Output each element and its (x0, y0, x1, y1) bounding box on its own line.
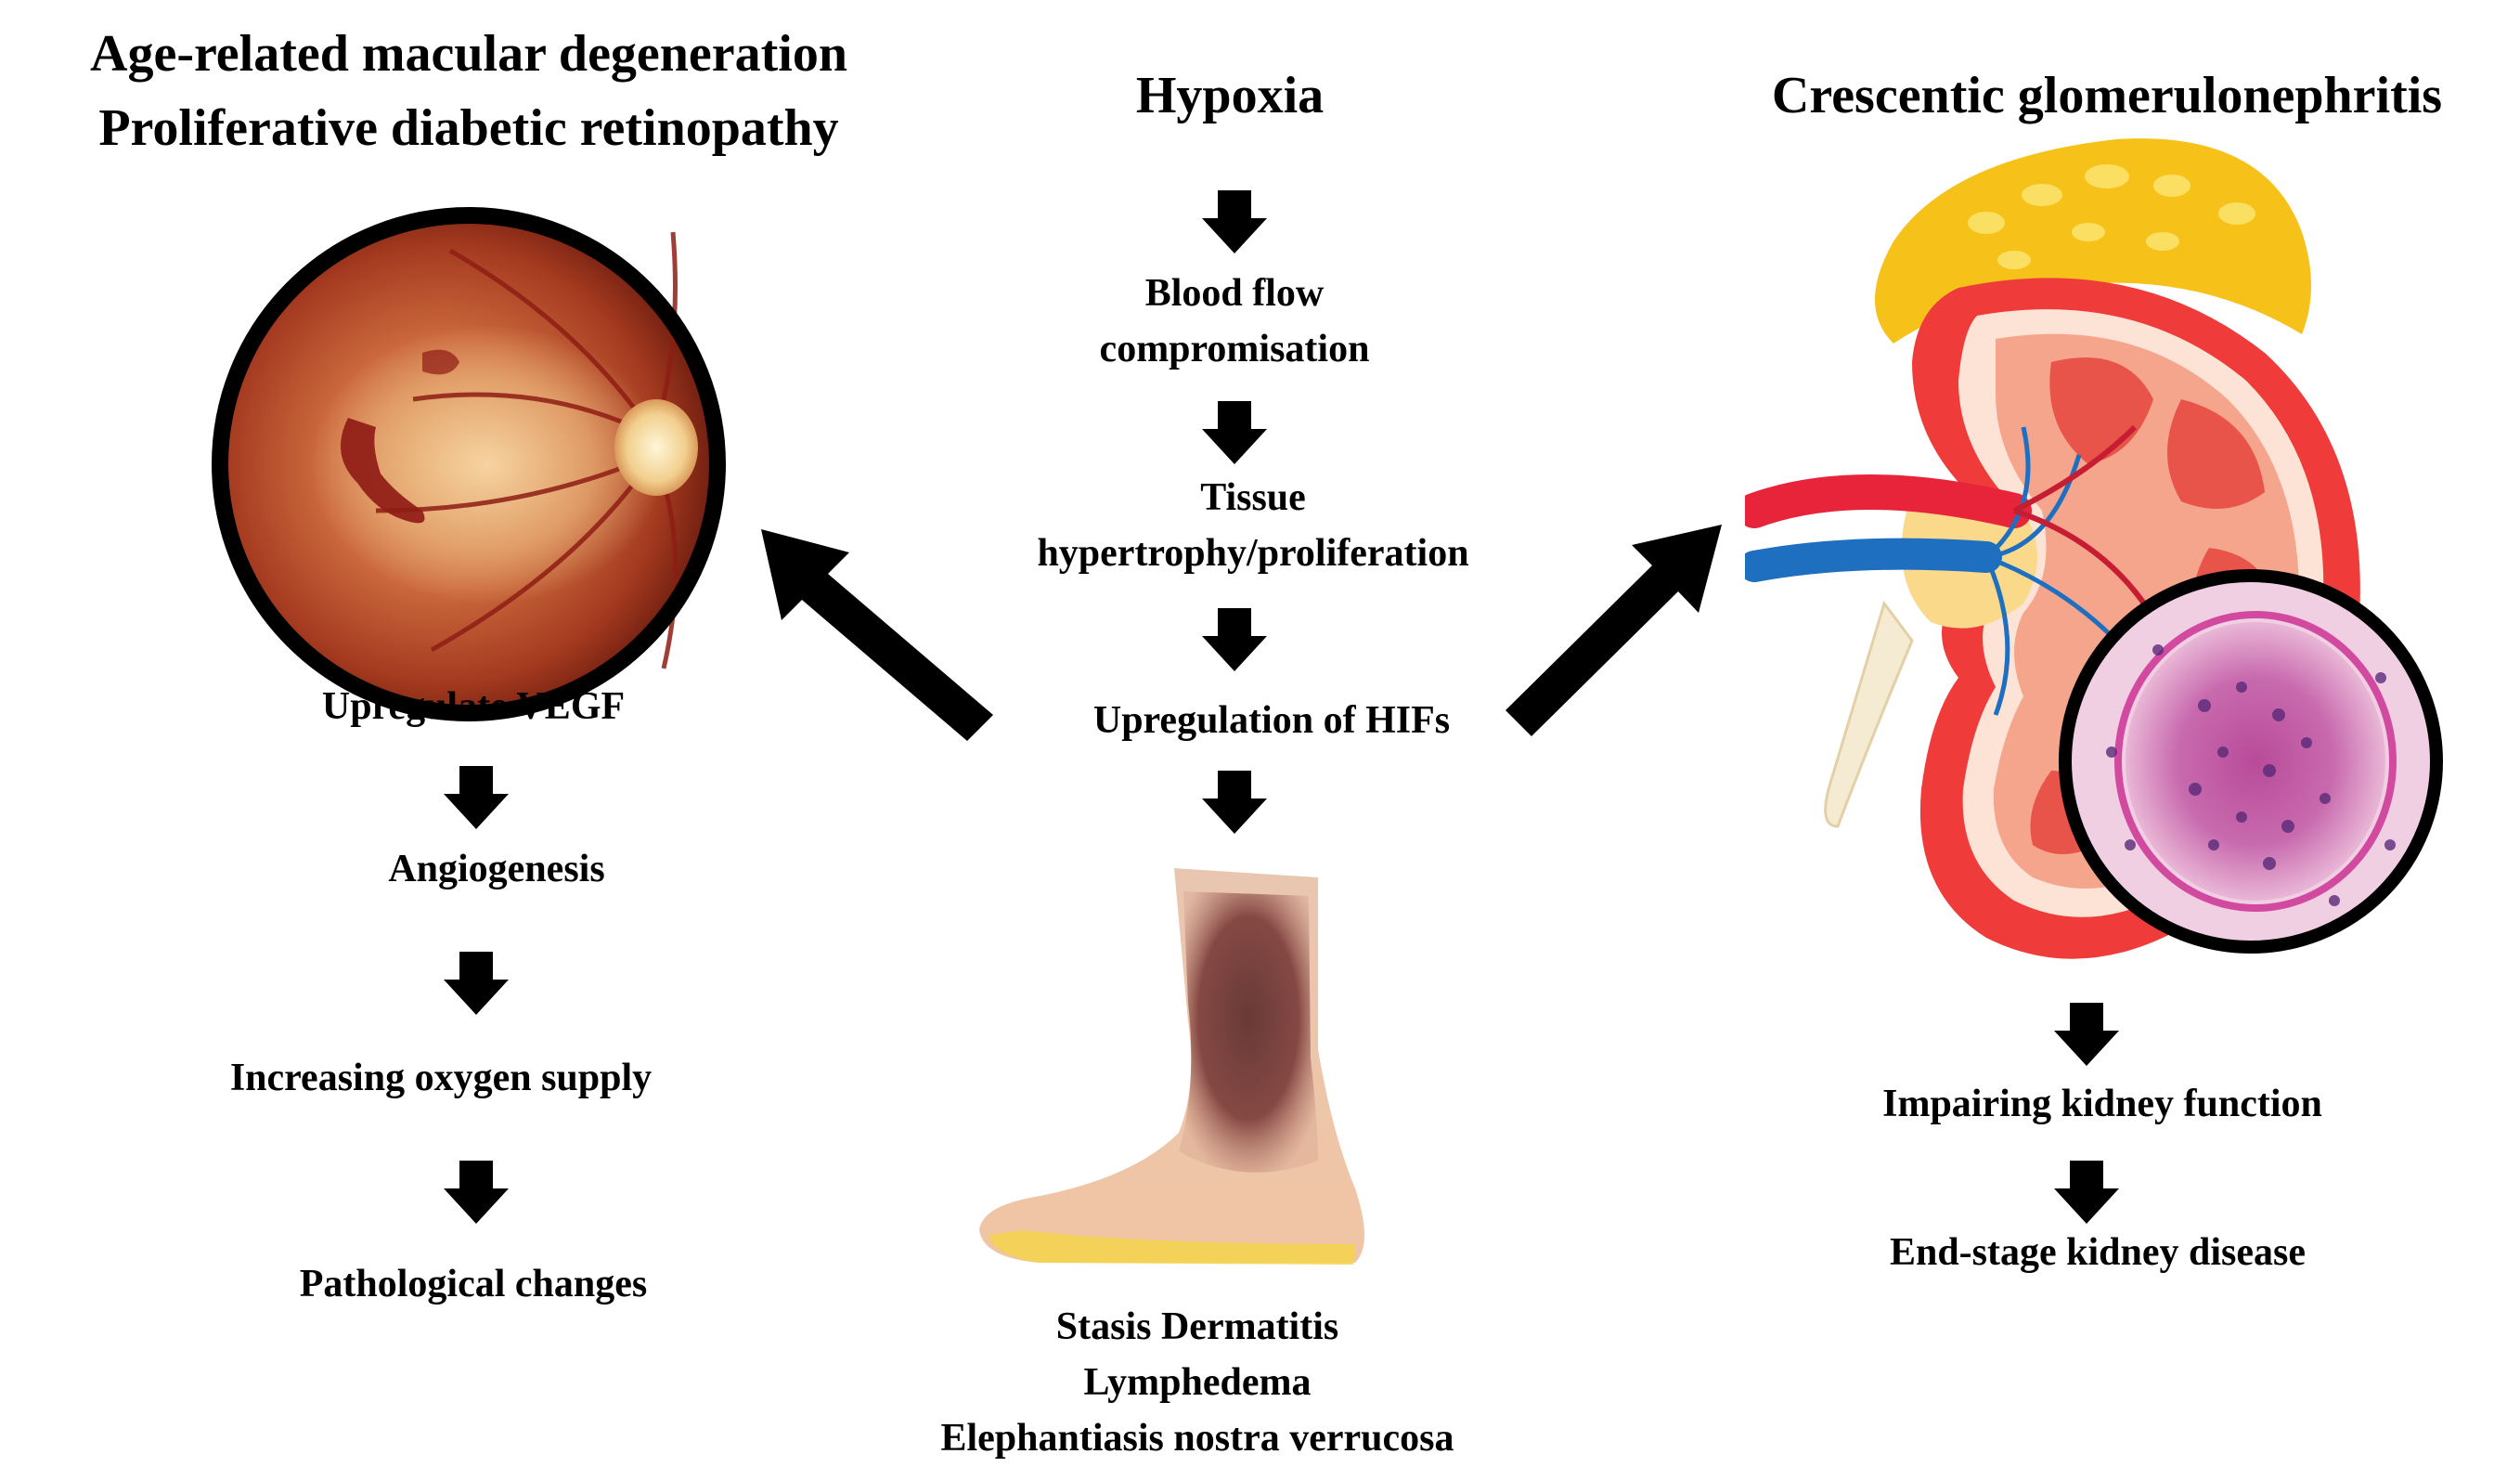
left-step-upregulate-vegf: Upregulate VEGF (321, 685, 626, 728)
right-title: Crescentic glomerulonephritis (1771, 67, 2443, 124)
down-arrow-icon (1202, 771, 1267, 834)
retina-fundus-image (212, 207, 726, 721)
left-title-line2: Proliferative diabetic retinopathy (98, 99, 839, 157)
left-step-angiogenesis: Angiogenesis (388, 848, 605, 890)
down-arrow-icon (1202, 401, 1267, 464)
down-arrow-icon (2054, 1161, 2119, 1224)
foot-illustration (979, 868, 1364, 1265)
center-step-compromisation: compromisation (1099, 328, 1370, 370)
down-arrow-icon (444, 952, 509, 1015)
glomerulus-histology (2059, 569, 2443, 954)
left-title-line1: Age-related macular degeneration (90, 25, 847, 83)
down-arrow-icon (1202, 608, 1267, 671)
center-outcome-lymphedema: Lymphedema (1083, 1361, 1312, 1404)
diagonal-arrow-icon-right (1506, 525, 1722, 736)
diagonal-arrow-icon-left (761, 529, 993, 741)
down-arrow-icon (444, 766, 509, 829)
center-step-blood-flow: Blood flow (1144, 272, 1325, 315)
down-arrow-icon (1202, 190, 1267, 253)
center-outcome-elephantiasis: Elephantiasis nostra verrucosa (940, 1417, 1454, 1460)
right-step-impairing-kidney: Impairing kidney function (1882, 1083, 2322, 1125)
left-step-pathological-changes: Pathological changes (299, 1263, 648, 1305)
center-outcome-stasis-dermatitis: Stasis Dermatitis (1055, 1305, 1339, 1348)
center-title-hypoxia: Hypoxia (1135, 67, 1325, 124)
center-step-tissue: Tissue (1200, 476, 1306, 519)
left-step-oxygen-supply: Increasing oxygen supply (229, 1057, 653, 1099)
down-arrow-icon (444, 1161, 509, 1224)
down-arrow-icon (2054, 1003, 2119, 1066)
right-step-end-stage: End-stage kidney disease (1889, 1231, 2307, 1274)
center-step-hypertrophy: hypertrophy/proliferation (1037, 532, 1469, 575)
center-step-upregulation-hifs: Upregulation of HIFs (1092, 699, 1451, 742)
